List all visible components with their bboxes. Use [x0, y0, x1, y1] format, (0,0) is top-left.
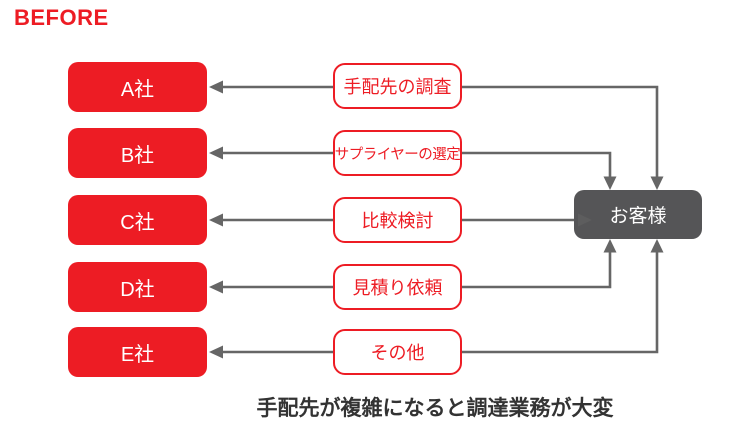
company-box-e: E社 — [68, 327, 207, 377]
customer-box: お客様 — [574, 190, 702, 239]
arrowhead-to-company-d — [209, 280, 223, 294]
task-label-quotation: 見積り依頼 — [333, 264, 462, 310]
task-label-research: 手配先の調査 — [333, 63, 462, 109]
arrowhead-to-company-c — [209, 213, 223, 227]
arrowhead-into-customer-top-right — [650, 176, 664, 190]
arrowhead-to-company-a — [209, 80, 223, 94]
task-label-comparison: 比較検討 — [333, 197, 462, 243]
arrowhead-into-customer-top-left — [603, 176, 617, 190]
task-label-supplier: サプライヤーの選定 — [333, 130, 462, 176]
company-box-c: C社 — [68, 195, 207, 245]
company-box-b: B社 — [68, 128, 207, 178]
page-title: BEFORE — [14, 5, 109, 30]
arrowhead-to-company-e — [209, 345, 223, 359]
arrowhead-into-customer-bottom-left — [603, 239, 617, 253]
company-box-a: A社 — [68, 62, 207, 112]
task-label-other: その他 — [333, 329, 462, 375]
arrowhead-to-company-b — [209, 146, 223, 160]
arrowhead-into-customer-bottom-right — [650, 239, 664, 253]
company-box-d: D社 — [68, 262, 207, 312]
diagram-caption: 手配先が複雑になると調達業務が大変 — [256, 397, 614, 420]
